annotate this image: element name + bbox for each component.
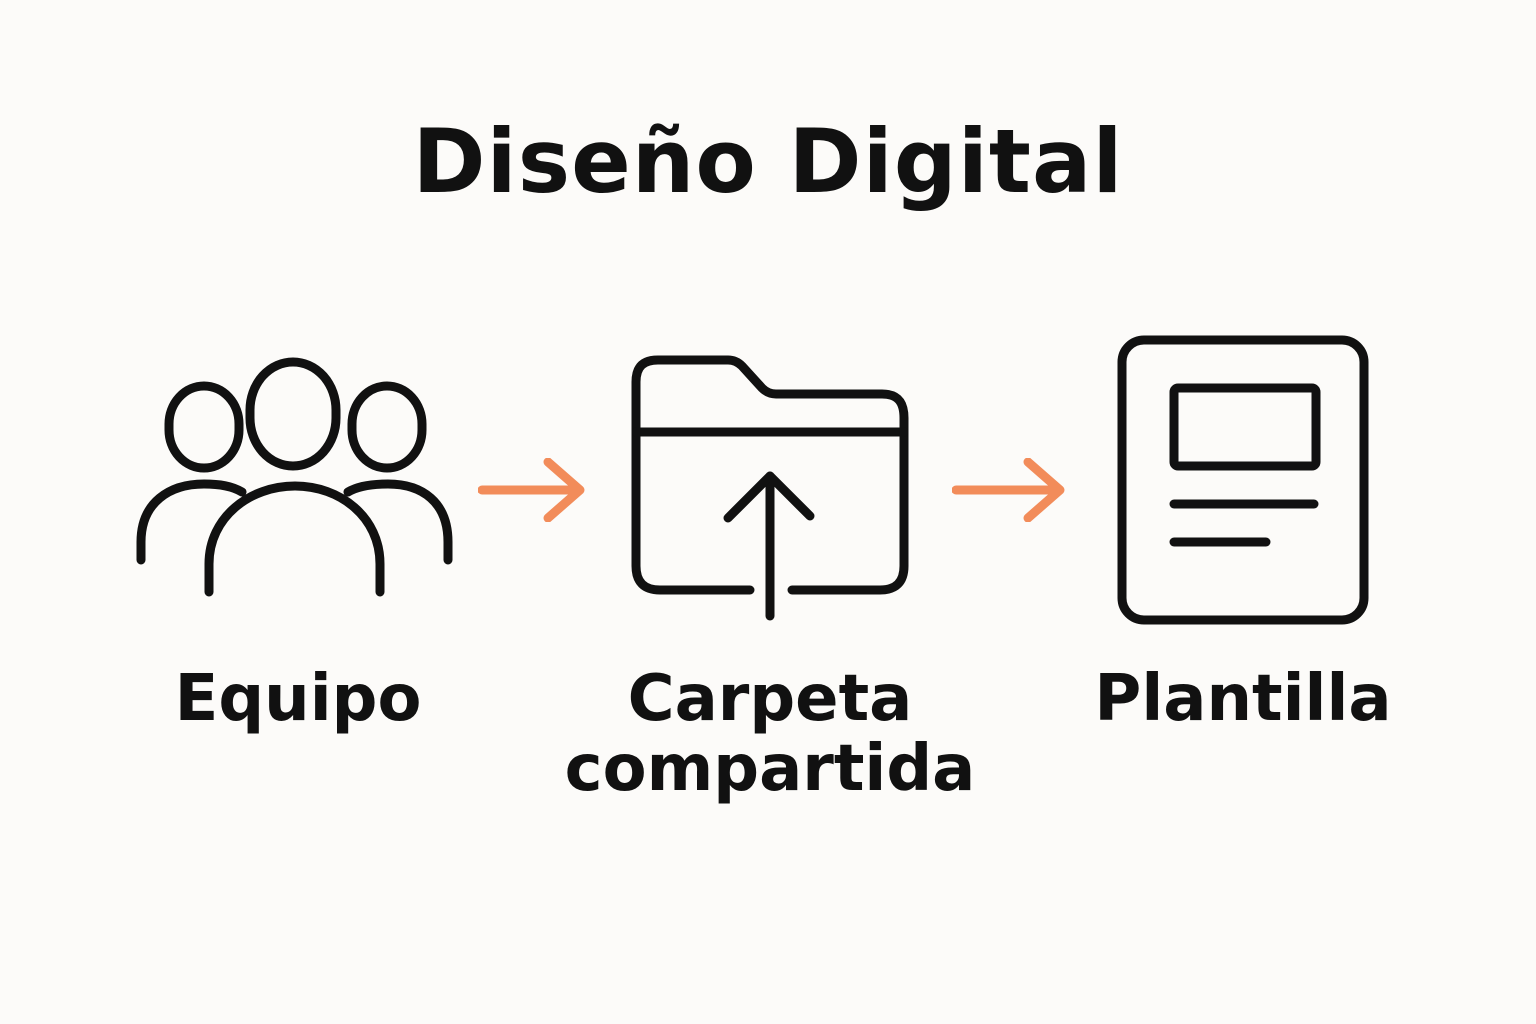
folder-upload-icon — [630, 354, 910, 622]
step-label-line: Carpeta — [627, 662, 913, 736]
step-label-line: compartida — [564, 732, 976, 806]
step-label-line: Plantilla — [1094, 662, 1392, 736]
diagram-title: Diseño Digital — [412, 110, 1124, 213]
step-label-line: Equipo — [174, 662, 422, 736]
step-label-carpeta: Carpeta compartida — [560, 664, 980, 804]
arrow-right-icon — [951, 457, 1068, 526]
step-label-plantilla: Plantilla — [1090, 664, 1396, 734]
people-group-icon — [132, 352, 462, 602]
arrow-right-icon — [477, 457, 588, 526]
template-document-icon — [1116, 334, 1370, 628]
step-label-equipo: Equipo — [146, 664, 450, 734]
